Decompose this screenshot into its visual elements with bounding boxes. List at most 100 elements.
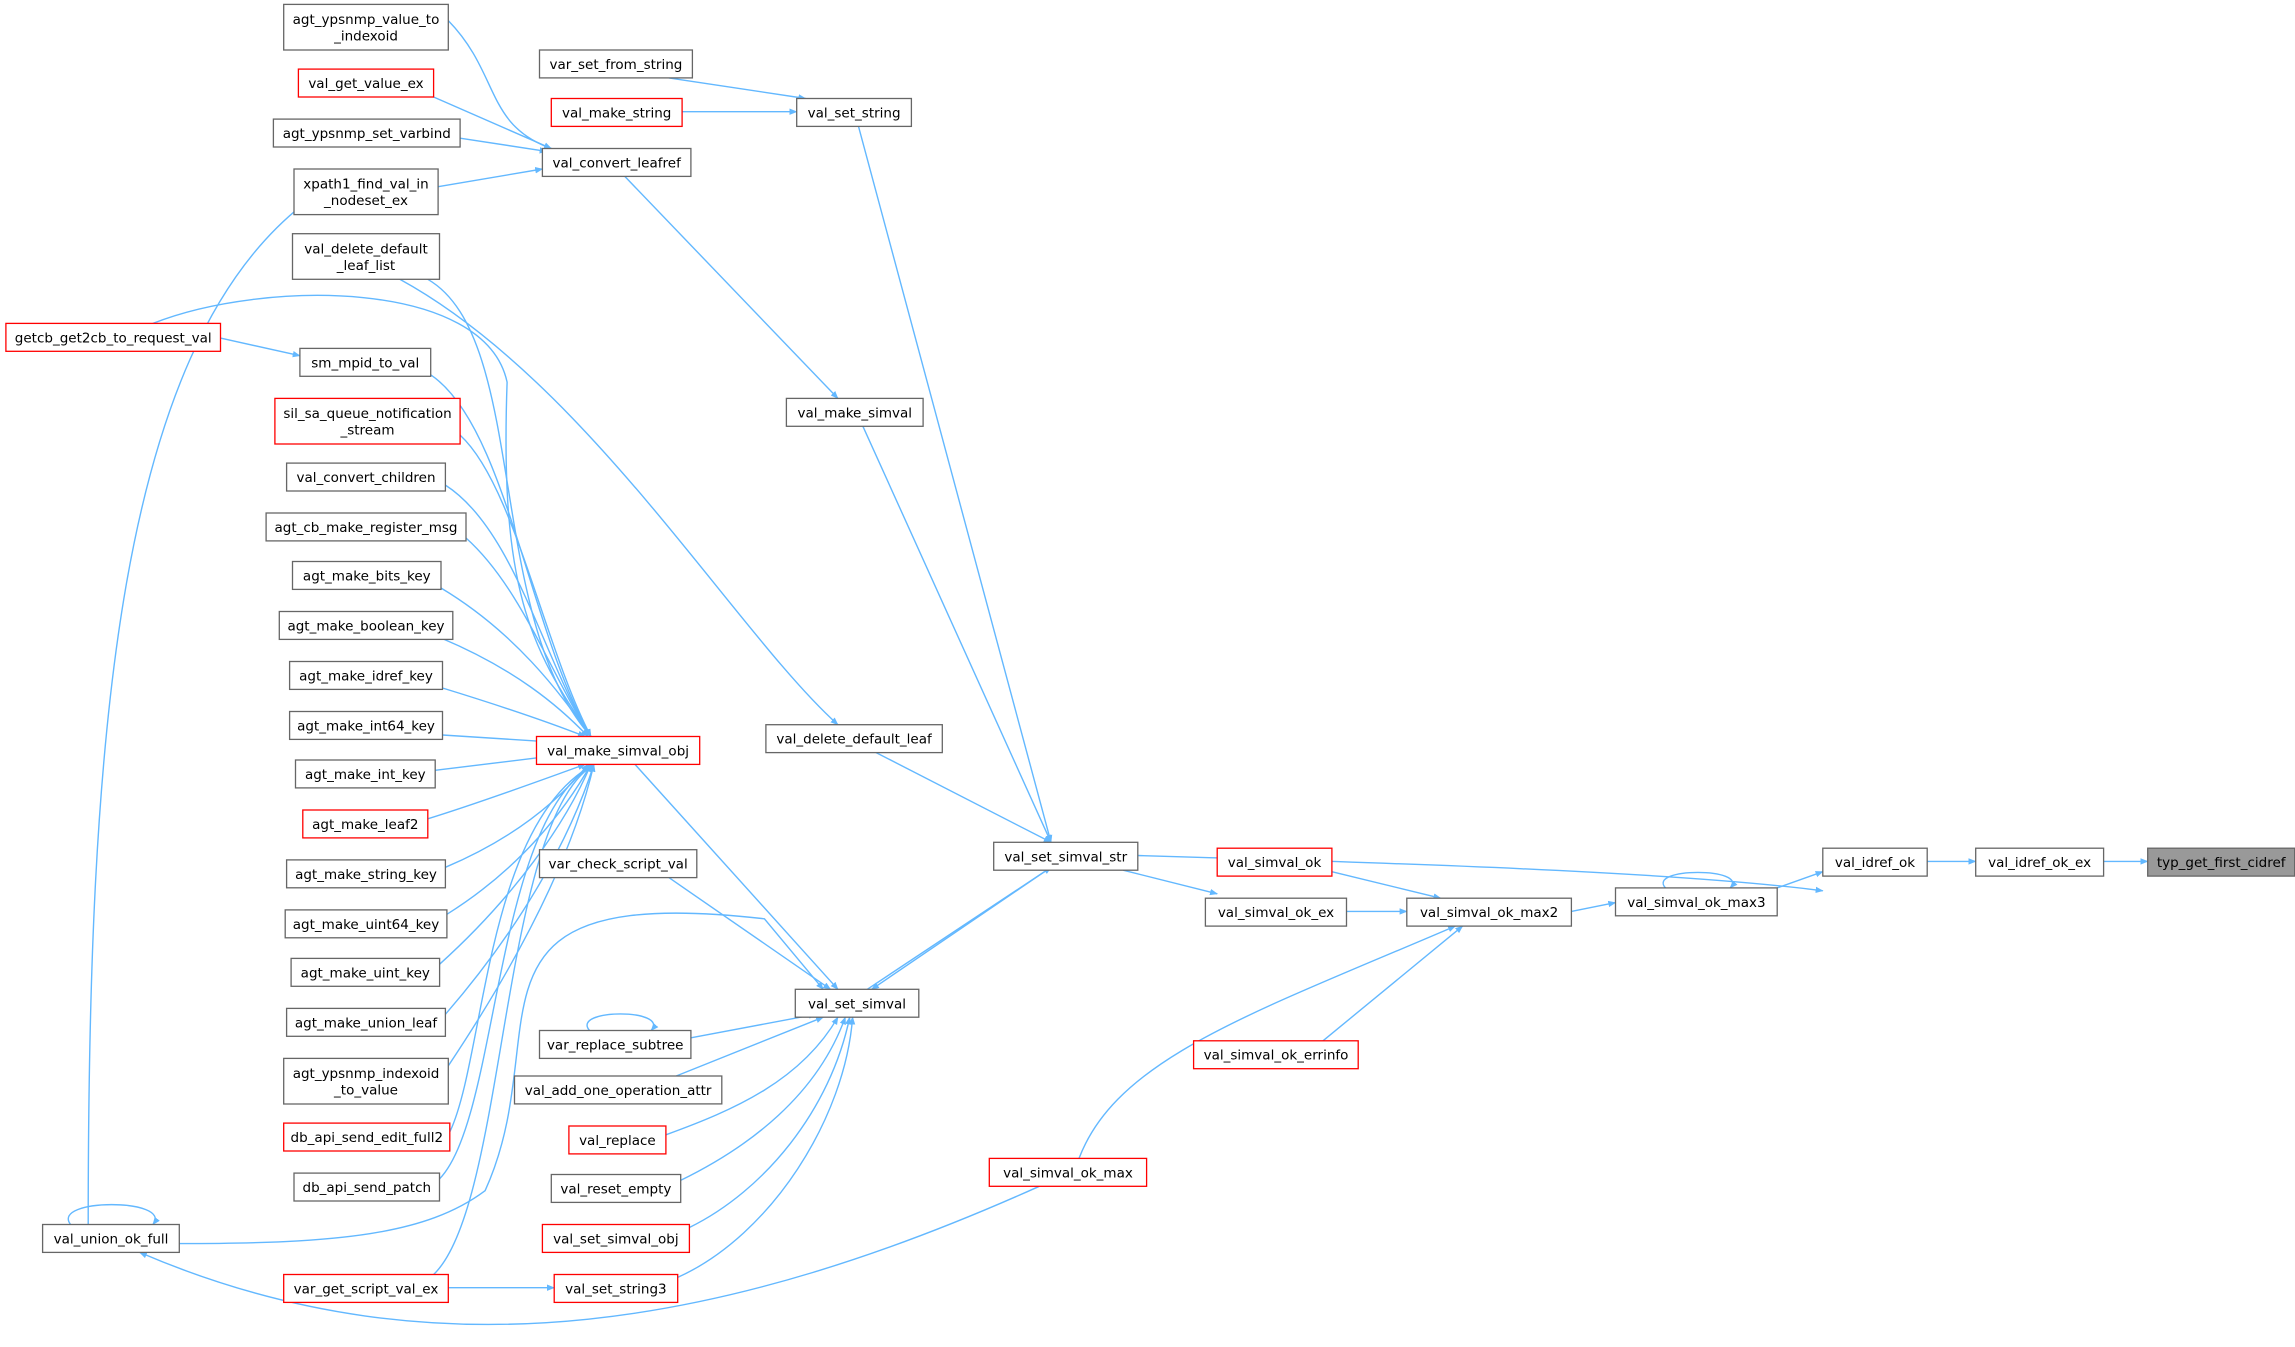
node-agt-make-int64-key[interactable]: agt_make_int64_key xyxy=(288,710,444,741)
node-var-check-script-val[interactable]: var_check_script_val xyxy=(538,849,698,879)
node-val-set-simval-obj[interactable]: val_set_simval_obj xyxy=(541,1223,691,1254)
node-box xyxy=(297,68,435,98)
edge-line xyxy=(634,763,839,990)
node-agt-ypsnmp-indexoid-to-value[interactable]: agt_ypsnmp_indexoid_to_value xyxy=(283,1057,449,1105)
edge-agt_make_idref_key-to-val_make_simval_obj xyxy=(442,687,586,738)
node-val-convert-children[interactable]: val_convert_children xyxy=(285,462,447,492)
edge-line xyxy=(668,77,807,101)
node-box xyxy=(285,462,447,492)
node-box xyxy=(284,909,448,939)
edges xyxy=(67,20,2149,1326)
edge-line xyxy=(586,1013,659,1032)
node-val-set-string3[interactable]: val_set_string3 xyxy=(553,1273,679,1304)
node-box xyxy=(302,809,429,839)
edge-xpath1_find_val_in_nodeset_ex-to-val_convert_leafref xyxy=(437,167,544,188)
node-val-get-value-ex[interactable]: val_get_value_ex xyxy=(297,68,435,98)
edge-db_api_send_edit_full2-to-val_make_simval_obj xyxy=(449,763,595,1133)
node-label: sm_mpid_to_val xyxy=(311,355,419,371)
node-getcb-get2cb-to-request-val[interactable]: getcb_get2cb_to_request_val xyxy=(5,322,222,352)
node-label: agt_make_int64_key xyxy=(297,718,435,734)
node-box xyxy=(1614,887,1778,917)
edge-line xyxy=(857,126,1053,844)
edge-line xyxy=(1776,871,1824,889)
node-agt-make-uint-key[interactable]: agt_make_uint_key xyxy=(290,957,441,987)
node-agt-make-union-leaf[interactable]: agt_make_union_leaf xyxy=(285,1007,447,1037)
edge-val_make_simval_obj-to-val_set_simval xyxy=(634,763,839,990)
edge-line xyxy=(690,1012,817,1039)
edge-agt_make_union_leaf-to-val_make_simval_obj xyxy=(444,763,595,1015)
node-box xyxy=(1822,847,1928,877)
node-box xyxy=(5,322,222,352)
node-box xyxy=(538,1029,692,1060)
node-val-replace[interactable]: val_replace xyxy=(568,1125,667,1155)
edge-val_reset_empty-to-val_set_simval xyxy=(680,1016,846,1182)
node-val-idref-ok-ex[interactable]: val_idref_ok_ex xyxy=(1975,847,2105,877)
node-label: val_make_simval xyxy=(798,405,913,421)
node-val-simval-ok-max2[interactable]: val_simval_ok_max2 xyxy=(1406,897,1573,927)
node-xpath1-find-val-in-nodeset-ex[interactable]: xpath1_find_val_in_nodeset_ex xyxy=(293,168,439,216)
node-val-set-simval[interactable]: val_set_simval xyxy=(794,988,920,1018)
node-agt-make-idref-key[interactable]: agt_make_idref_key xyxy=(288,660,444,691)
node-label: val_set_simval xyxy=(808,996,906,1012)
edge-line xyxy=(875,751,1052,843)
node-box xyxy=(794,988,920,1018)
node-label: agt_make_union_leaf xyxy=(295,1015,438,1031)
node-val-delete-default-leaf-list[interactable]: val_delete_default_leaf_list xyxy=(291,233,441,280)
edge-line xyxy=(447,20,553,150)
edge-val_convert_leafref-to-val_make_simval xyxy=(624,175,839,399)
node-val-add-one-operation-attr[interactable]: val_add_one_operation_attr xyxy=(513,1075,723,1105)
edge-line xyxy=(427,763,586,820)
node-db-api-send-edit-full2[interactable]: db_api_send_edit_full2 xyxy=(283,1122,451,1152)
node-box xyxy=(1192,1040,1359,1070)
node-agt-make-string-key[interactable]: agt_make_string_key xyxy=(285,859,447,889)
node-val-delete-default-leaf[interactable]: val_delete_default_leaf xyxy=(765,724,943,754)
node-val-simval-ok-errinfo[interactable]: val_simval_ok_errinfo xyxy=(1192,1040,1359,1070)
node-val-set-simval-str[interactable]: val_set_simval_str xyxy=(993,841,1139,871)
node-agt-make-boolean-key[interactable]: agt_make_boolean_key xyxy=(278,610,454,641)
node-val-simval-ok-max[interactable]: val_simval_ok_max xyxy=(988,1157,1148,1187)
node-box xyxy=(993,841,1139,871)
node-db-api-send-patch[interactable]: db_api_send_patch xyxy=(293,1172,441,1202)
node-box xyxy=(1216,847,1333,877)
node-val-make-simval-obj[interactable]: val_make_simval_obj xyxy=(535,735,701,766)
node-agt-make-leaf2[interactable]: agt_make_leaf2 xyxy=(302,809,429,839)
node-agt-ypsnmp-set-varbind[interactable]: agt_ypsnmp_set_varbind xyxy=(272,118,461,148)
node-val-make-string[interactable]: val_make_string xyxy=(550,97,683,128)
node-box xyxy=(294,759,436,789)
node-box xyxy=(553,1273,679,1304)
node-typ-get-first-cidref[interactable]: typ_get_first_cidref xyxy=(2147,847,2295,877)
node-val-convert-leafref[interactable]: val_convert_leafref xyxy=(541,147,692,178)
edge-line xyxy=(445,484,592,738)
edge-val_union_ok_full-to-val_union_ok_full xyxy=(67,1203,160,1226)
node-label: agt_ypsnmp_set_varbind xyxy=(283,126,451,142)
node-val-simval-ok-max3[interactable]: val_simval_ok_max3 xyxy=(1614,887,1778,917)
edge-val_set_simval_str-to-val_simval_ok xyxy=(1122,869,1218,896)
node-box xyxy=(765,724,943,754)
node-label: var_check_script_val xyxy=(548,857,687,873)
node-agt-make-bits-key[interactable]: agt_make_bits_key xyxy=(291,560,442,591)
edge-line xyxy=(689,1016,852,1229)
node-agt-cb-make-register-msg[interactable]: agt_cb_make_register_msg xyxy=(265,512,467,542)
node-var-get-script-val-ex[interactable]: var_get_script_val_ex xyxy=(283,1273,449,1304)
node-val-set-string[interactable]: val_set_string xyxy=(796,97,913,128)
node-var-replace-subtree[interactable]: var_replace_subtree xyxy=(538,1029,692,1060)
node-val-simval-ok-ex[interactable]: val_simval_ok_ex xyxy=(1204,897,1348,927)
node-agt-make-uint64-key[interactable]: agt_make_uint64_key xyxy=(284,909,448,939)
node-val-union-ok-full[interactable]: val_union_ok_full xyxy=(41,1223,180,1254)
edge-val_simval_ok_max-to-val_union_ok_full xyxy=(138,1185,1040,1326)
node-box xyxy=(1975,847,2105,877)
edge-line xyxy=(435,753,557,771)
node-box xyxy=(41,1223,180,1254)
node-sil-sa-queue-notification-stream[interactable]: sil_sa_queue_notification_stream xyxy=(274,397,461,445)
node-val-make-simval[interactable]: val_make_simval xyxy=(785,397,924,427)
node-agt-ypsnmp-value-to-indexoid[interactable]: agt_ypsnmp_value_to_indexoid xyxy=(283,3,449,51)
node-box xyxy=(285,859,447,889)
node-val-idref-ok[interactable]: val_idref_ok xyxy=(1822,847,1928,877)
node-box xyxy=(550,97,683,128)
edge-line xyxy=(427,278,592,738)
node-val-simval-ok[interactable]: val_simval_ok xyxy=(1216,847,1333,877)
node-var-set-from-string[interactable]: var_set_from_string xyxy=(538,49,694,79)
node-agt-make-int-key[interactable]: agt_make_int_key xyxy=(294,759,436,789)
node-sm-mpid-to-val[interactable]: sm_mpid_to_val xyxy=(299,347,432,377)
node-val-reset-empty[interactable]: val_reset_empty xyxy=(550,1173,682,1204)
